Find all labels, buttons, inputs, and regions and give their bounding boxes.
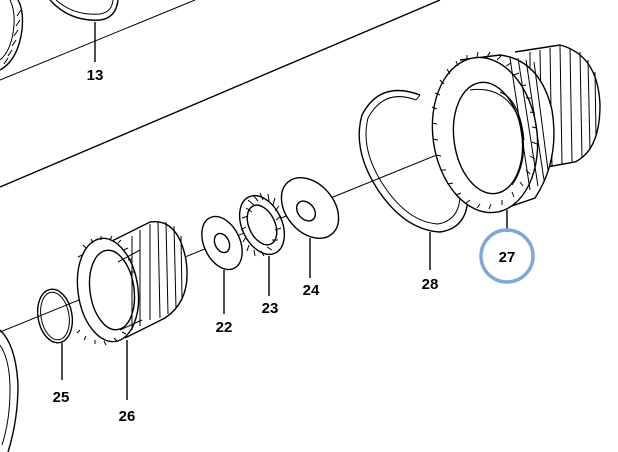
washer-part-22 [201,215,243,271]
partial-gear-top-left [0,0,24,71]
housing-outline-line [0,0,441,188]
needle-bearing-part-23 [238,192,286,257]
callout-label-25: 25 [53,389,70,406]
callout-label-24: 24 [303,282,320,299]
callout-label-23: 23 [262,300,279,317]
snap-ring-part-25 [36,288,74,344]
callout-label-26: 26 [119,408,136,425]
thrust-washer-part-24 [280,177,340,239]
housing-outline-line-upper [0,0,196,81]
highlight-circle-27 [479,228,535,284]
callout-label-27: 27 [499,249,516,266]
partial-disc-bottom-left [0,329,19,452]
callout-label-28: 28 [422,276,439,293]
callout-label-22: 22 [216,319,233,336]
gear-hub-part-26 [76,220,188,346]
callout-label-13: 13 [87,67,104,84]
gear-assembly-part-27 [431,44,601,214]
ring-part-13 [49,0,119,21]
